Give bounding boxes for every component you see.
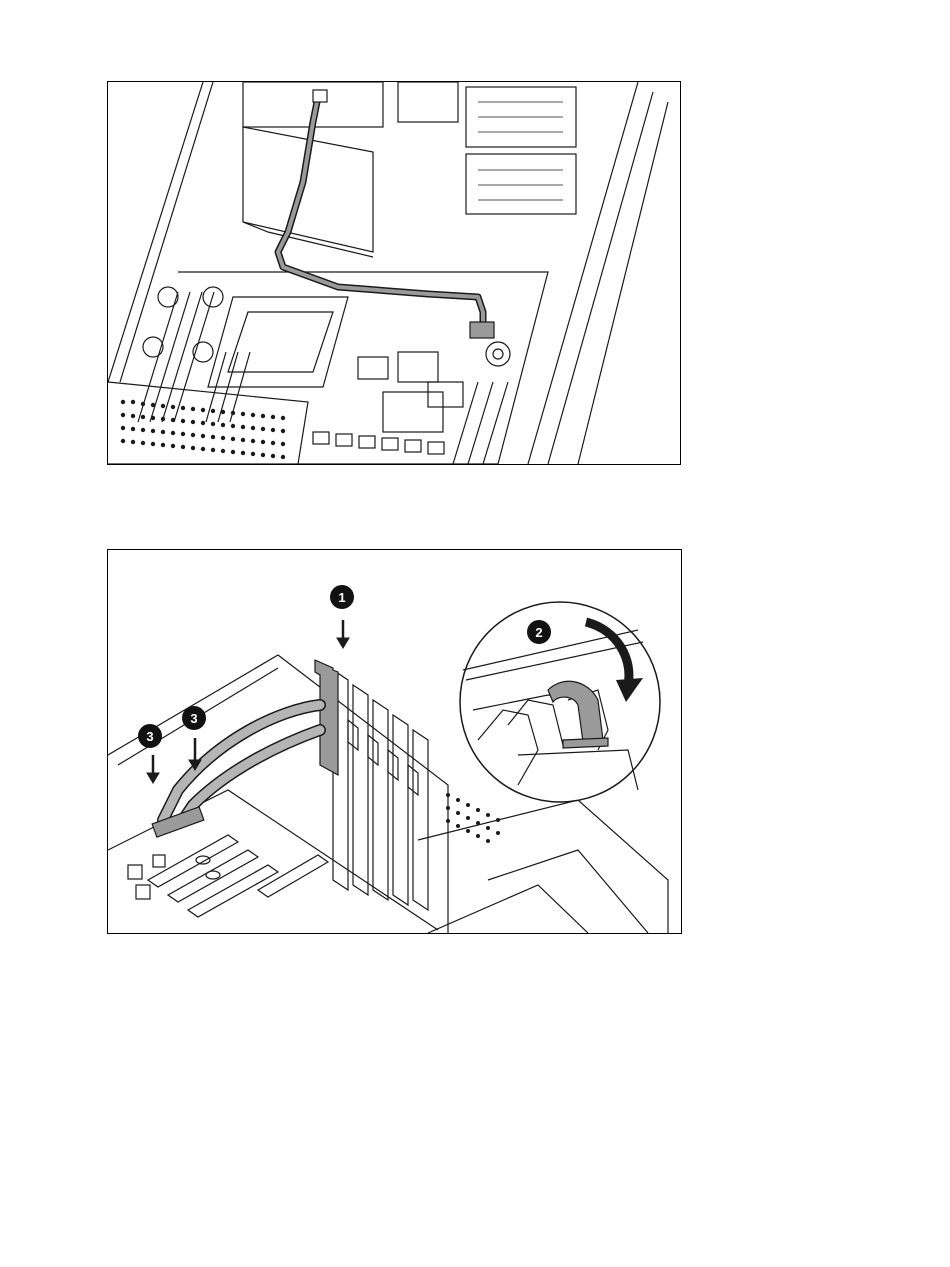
figure-expansion-board-install: 1 2 3 3 xyxy=(107,549,682,934)
callout-3-left-label: 3 xyxy=(146,729,153,744)
callout-3-right: 3 xyxy=(182,706,206,730)
data-cable-outline xyxy=(278,97,483,327)
cable-connector xyxy=(470,322,494,338)
figure-cable-routing xyxy=(107,81,681,465)
expansion-install-illustration: 1 2 3 3 xyxy=(108,550,681,933)
front-panel xyxy=(108,382,308,464)
drive-cage-middle-right xyxy=(466,154,576,214)
front-connectors xyxy=(313,432,444,454)
latch-detail-inset xyxy=(460,602,660,802)
chassis-right-wall xyxy=(528,82,638,464)
callout-1: 1 xyxy=(330,585,354,609)
callout-2-label: 2 xyxy=(535,625,542,640)
battery xyxy=(486,342,510,366)
callout-2: 2 xyxy=(527,620,551,644)
front-panel-perforations xyxy=(121,400,285,459)
processor-socket xyxy=(208,297,348,387)
callout-3-right-label: 3 xyxy=(190,711,197,726)
callout-3-left: 3 xyxy=(138,724,162,748)
expansion-slot-covers xyxy=(333,670,428,910)
expansion-board-bracket xyxy=(315,660,338,775)
pci-slots xyxy=(148,835,328,917)
chassis-top-illustration xyxy=(108,82,680,464)
callout-1-label: 1 xyxy=(338,590,345,605)
rear-vent-perforations xyxy=(446,793,500,843)
cable-connector xyxy=(152,807,204,837)
ribbon-cable-outline-b xyxy=(183,730,320,820)
